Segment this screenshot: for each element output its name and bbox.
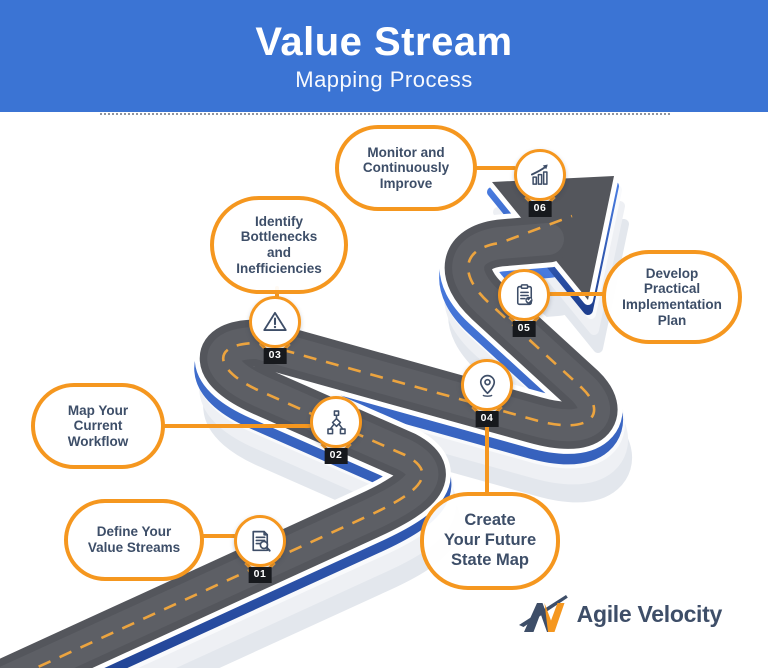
step-number: 02 [324,448,348,464]
connector-step6 [472,166,516,170]
pin-circle [514,149,566,201]
chart-growth-icon [530,164,548,185]
pin-circle [249,296,301,348]
step-number: 04 [475,411,499,427]
step-pin-03: 03 [249,296,301,372]
page-header: Value Stream Mapping Process [0,0,768,112]
step-number: 03 [263,348,287,364]
connector-step3 [275,286,279,302]
step-bubble-define-value-streams: Define Your Value Streams [64,499,204,581]
step-pin-06: 06 [514,149,566,225]
step-pin-01: 01 [234,515,286,591]
agile-velocity-logo-mark [518,595,568,632]
connector-step1 [200,534,236,538]
clipboard-check-icon [516,283,532,305]
pin-circle [498,269,550,321]
step-number: 01 [248,567,272,583]
pin-circle [310,396,362,448]
step-label: Map Your Current Workflow [67,402,129,449]
connector-step2 [161,424,311,428]
pin-circle [234,515,286,567]
pin-circle [461,359,513,411]
location-pin-icon [479,374,495,397]
connector-step4 [485,424,489,496]
page-subtitle: Mapping Process [295,66,473,92]
step-number: 05 [512,321,536,337]
step-label: Identify Bottlenecks and Inefficiencies [236,213,322,276]
step-pin-04: 04 [461,359,513,435]
dotted-divider [100,113,670,115]
step-bubble-implementation-plan: Develop Practical Implementation Plan [602,250,742,344]
step-bubble-map-workflow: Map Your Current Workflow [31,383,165,469]
document-search-icon [251,530,271,552]
step-bubble-create-future-state: Create Your Future State Map [420,492,560,590]
step-label: Develop Practical Implementation Plan [622,265,722,328]
warning-triangle-icon [263,311,287,331]
logo: Agile Velocity [518,594,723,634]
connector-step5 [548,292,604,296]
brand-text: Agile Velocity [576,600,723,627]
page-title: Value Stream [255,19,513,64]
step-bubble-monitor-improve: Monitor and Continuously Improve [335,125,477,211]
step-pin-02: 02 [310,396,362,472]
step-label: Define Your Value Streams [87,524,181,555]
step-number: 06 [528,201,552,217]
step-label: Create Your Future State Map [443,511,537,569]
step-bubble-identify-bottlenecks: Identify Bottlenecks and Inefficiencies [210,196,348,294]
step-label: Monitor and Continuously Improve [362,144,450,191]
workflow-diagram-icon [326,409,346,434]
step-pin-05: 05 [498,269,550,345]
